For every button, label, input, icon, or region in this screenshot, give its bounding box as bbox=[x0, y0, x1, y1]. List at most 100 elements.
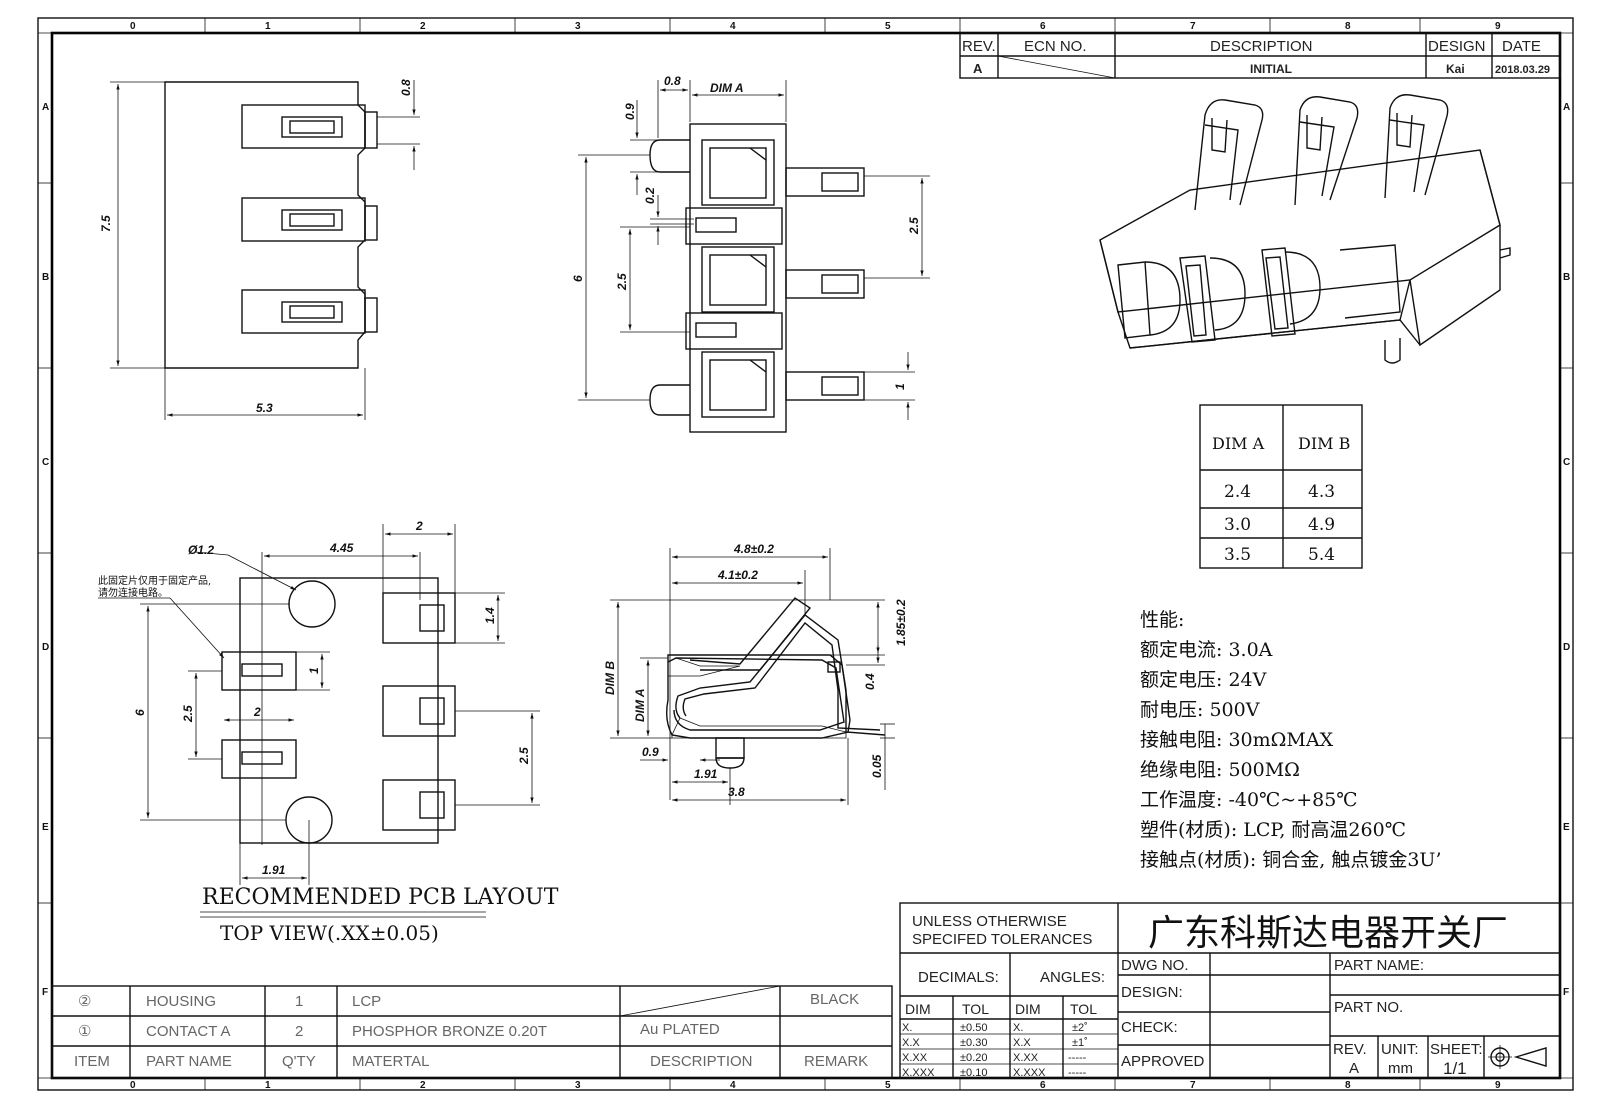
zone-row-d-right: D bbox=[1563, 642, 1570, 653]
zone-row-c: C bbox=[42, 457, 49, 468]
company-name: 广东科斯达电器开关厂 bbox=[1148, 913, 1508, 954]
zone-row-c-right: C bbox=[1563, 457, 1570, 468]
spec-line: 工作温度: -40℃~+85℃ bbox=[1140, 789, 1358, 811]
pcb-note-line2: 请勿连接电路。 bbox=[98, 586, 168, 599]
dwg-no-label: DWG NO. bbox=[1121, 957, 1189, 974]
check-label: CHECK: bbox=[1121, 1019, 1178, 1036]
dim-pcb-2mid: 2 bbox=[253, 705, 261, 719]
pcb-layout-subtitle: TOP VIEW(.XX±0.05) bbox=[220, 921, 439, 945]
front-view: 0.8 DIM A 0.9 0.2 2.5 6 2.5 1 bbox=[571, 74, 930, 433]
rev-header: REV. bbox=[962, 38, 996, 55]
ang-row-dim: X. bbox=[1013, 1022, 1023, 1034]
dim-sec-38: 3.8 bbox=[728, 785, 745, 799]
dim-pcb-1: 1 bbox=[307, 667, 321, 674]
dec-row-dim: X. bbox=[902, 1022, 912, 1034]
description-value: INITIAL bbox=[1250, 62, 1292, 76]
design-header: DESIGN bbox=[1428, 38, 1486, 55]
date-header: DATE bbox=[1502, 38, 1541, 55]
dim-sec-185: 1.85±0.2 bbox=[894, 599, 908, 646]
zone-row-e: E bbox=[42, 822, 49, 833]
spec-line: 塑件(材质): LCP, 耐高温260℃ bbox=[1140, 819, 1406, 841]
ang-row-tol: ±1˚ bbox=[1072, 1037, 1088, 1049]
dim-pcb-14: 1.4 bbox=[483, 607, 497, 624]
zone-col-3-bottom: 3 bbox=[575, 1080, 581, 1091]
angles-label: ANGLES: bbox=[1040, 969, 1105, 986]
dim-pcb-dia: Ø1.2 bbox=[188, 543, 214, 557]
part-name-label: PART NAME: bbox=[1334, 957, 1424, 974]
dim-table-cell: 3.5 bbox=[1224, 545, 1251, 565]
zone-col-4-bottom: 4 bbox=[730, 1080, 736, 1091]
dim-pcb-2top: 2 bbox=[415, 519, 423, 533]
tol-title-line1: UNLESS OTHERWISE bbox=[912, 913, 1067, 930]
bom-remark: BLACK bbox=[810, 991, 859, 1008]
dim-table-header-b: DIM B bbox=[1298, 434, 1350, 453]
zone-row-f: F bbox=[42, 987, 48, 998]
zone-row-e-right: E bbox=[1563, 822, 1570, 833]
sheet-value: 1/1 bbox=[1443, 1059, 1467, 1078]
dim-sec-005: 0.05 bbox=[870, 754, 884, 778]
design-value: Kai bbox=[1446, 62, 1465, 76]
dim-front-25a: 2.5 bbox=[615, 273, 629, 291]
dec-row-tol: ±0.10 bbox=[960, 1067, 987, 1079]
dim-front-25b: 2.5 bbox=[907, 217, 921, 235]
section-view: 4.8±0.2 4.1±0.2 1.85±0.2 0.4 0.05 DIM B … bbox=[603, 542, 908, 805]
zone-col-0-bottom: 0 bbox=[130, 1080, 136, 1091]
dim-front-1: 1 bbox=[893, 383, 907, 390]
dim-front-top: 0.8 bbox=[664, 74, 681, 88]
dim-side-height: 7.5 bbox=[99, 215, 113, 232]
zone-col-2-bottom: 2 bbox=[420, 1080, 426, 1091]
bom-item: ① bbox=[78, 1023, 91, 1040]
dec-row-dim: X.X bbox=[902, 1037, 920, 1049]
ang-row-dim: X.XXX bbox=[1013, 1067, 1046, 1079]
side-view: 7.5 5.3 0.8 bbox=[99, 79, 420, 420]
description-header: DESCRIPTION bbox=[1210, 38, 1313, 55]
revision-block: REV. ECN NO. DESCRIPTION DESIGN DATE A I… bbox=[959, 32, 1561, 79]
dim-pcb-445: 4.45 bbox=[329, 541, 354, 555]
tol-title-line2: SPECIFED TOLERANCES bbox=[912, 931, 1092, 948]
bom-table: ② HOUSING 1 LCP BLACK ① CONTACT A 2 PHOS… bbox=[51, 985, 893, 1079]
pcb-layout-view: 4.45 2 1.4 1 2.5 2 6 2.5 1.91 Ø1.2 此固定片仅 bbox=[98, 519, 559, 945]
rev-label: REV. bbox=[1333, 1041, 1367, 1058]
ang-row-tol: ±2˚ bbox=[1072, 1022, 1088, 1034]
dim-side-width: 5.3 bbox=[256, 401, 273, 415]
dec-row-tol: ±0.50 bbox=[960, 1022, 987, 1034]
dim-sec-48: 4.8±0.2 bbox=[733, 542, 774, 556]
design-label: DESIGN: bbox=[1121, 984, 1183, 1001]
zone-col-7-bottom: 7 bbox=[1190, 1080, 1196, 1091]
dim-pcb-25: 2.5 bbox=[181, 705, 195, 723]
zone-col-1-bottom: 1 bbox=[265, 1080, 271, 1091]
spec-line: 接触电阻: 30mΩMAX bbox=[1140, 729, 1334, 751]
pcb-layout-title: RECOMMENDED PCB LAYOUT bbox=[202, 885, 559, 910]
bom-part: CONTACT A bbox=[146, 1023, 230, 1040]
ang-dim-header: DIM bbox=[1015, 1001, 1041, 1017]
spec-line: 额定电压: 24V bbox=[1140, 669, 1267, 691]
bom-desc: Au PLATED bbox=[640, 1021, 720, 1038]
bom-qty: 1 bbox=[295, 993, 303, 1010]
title-block: UNLESS OTHERWISE SPECIFED TOLERANCES 广东科… bbox=[899, 902, 1561, 1079]
zone-col-8-bottom: 8 bbox=[1345, 1080, 1351, 1091]
dim-pcb-6: 6 bbox=[133, 709, 147, 716]
pcb-note-line1: 此固定片仅用于固定产品, bbox=[98, 574, 211, 587]
zone-row-a: A bbox=[42, 102, 49, 113]
dim-pcb-191: 1.91 bbox=[262, 863, 286, 877]
dim-sec-04: 0.4 bbox=[863, 673, 877, 690]
bom-material: LCP bbox=[352, 993, 381, 1010]
decimals-label: DECIMALS: bbox=[918, 969, 999, 986]
ecn-header: ECN NO. bbox=[1024, 38, 1087, 55]
dim-side-pin: 0.8 bbox=[399, 79, 413, 96]
part-no-label: PART NO. bbox=[1334, 999, 1403, 1016]
dec-tol-header: TOL bbox=[962, 1001, 989, 1017]
dim-pcb-25r: 2.5 bbox=[517, 747, 531, 765]
dim-sec-41: 4.1±0.2 bbox=[717, 568, 758, 582]
date-value: 2018.03.29 bbox=[1495, 64, 1550, 76]
zone-row-b: B bbox=[42, 272, 49, 283]
projection-symbol-icon bbox=[1488, 1045, 1547, 1069]
dim-front-09: 0.9 bbox=[623, 103, 637, 120]
dim-table-cell: 5.4 bbox=[1308, 545, 1335, 565]
dec-row-tol: ±0.30 bbox=[960, 1037, 987, 1049]
dim-table: DIM A DIM B 2.4 4.3 3.0 4.9 3.5 5.4 bbox=[1199, 404, 1363, 569]
bom-material: PHOSPHOR BRONZE 0.20T bbox=[352, 1023, 547, 1040]
dec-row-dim: X.XX bbox=[902, 1052, 928, 1064]
bom-header-item: ITEM bbox=[74, 1053, 110, 1070]
